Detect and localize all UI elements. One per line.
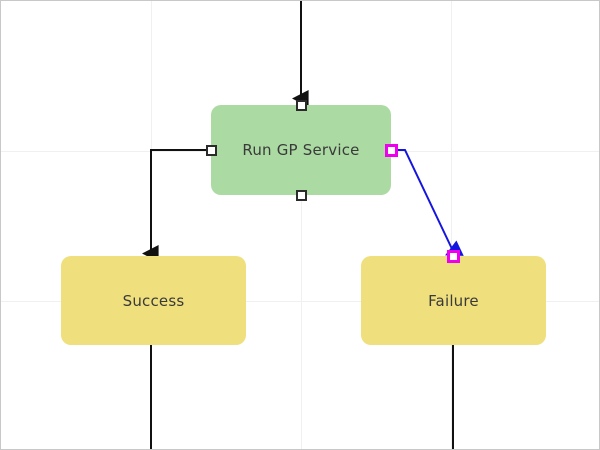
node-label-run-gp-service: Run GP Service — [242, 141, 360, 159]
node-success[interactable]: Success — [61, 256, 246, 345]
edge-run-gp-service-to-success[interactable] — [142, 149, 211, 262]
node-run-gp-service[interactable]: Run GP Service — [211, 105, 391, 195]
node-label-failure: Failure — [428, 291, 479, 310]
connection-handle-left-run-gp-service[interactable] — [205, 144, 217, 156]
connection-handle-bottom-run-gp-service[interactable] — [295, 189, 307, 201]
connection-handle-top-failure[interactable] — [447, 249, 460, 263]
edge-run-gp-service-to-failure[interactable] — [393, 149, 464, 256]
connection-handle-right-run-gp-service[interactable] — [384, 143, 398, 157]
connection-handle-top-run-gp-service[interactable] — [295, 99, 307, 111]
node-label-success: Success — [122, 291, 185, 310]
node-failure[interactable]: Failure — [361, 256, 546, 345]
